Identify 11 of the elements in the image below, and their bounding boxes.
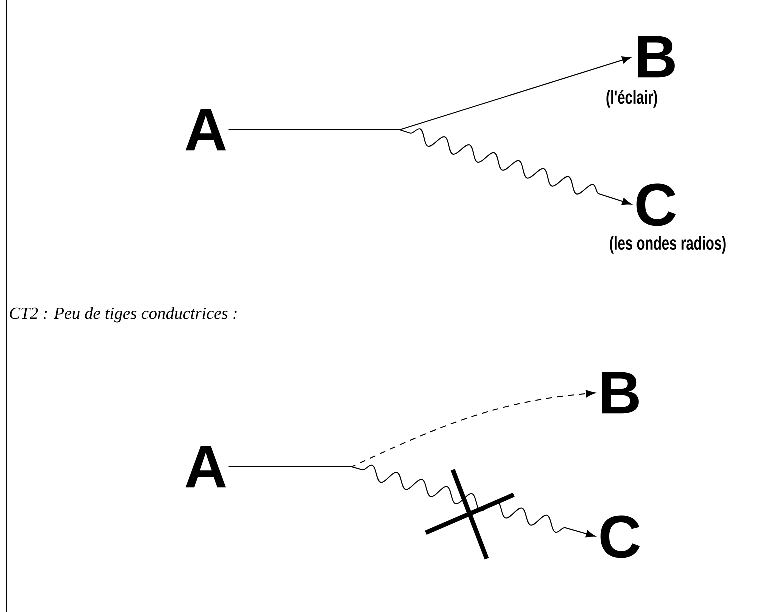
- section-heading: CT2 : Peu de tiges conductrices :: [10, 307, 237, 323]
- node-label: (l'éclair): [606, 90, 658, 108]
- outlined-letter: A: [186, 446, 226, 488]
- outlined-letter: A: [186, 109, 226, 151]
- arrow: [228, 128, 632, 206]
- outlined-letter: C: [636, 184, 676, 226]
- outlined-letter: B: [602, 372, 639, 414]
- outlined-letter: C: [600, 516, 640, 558]
- arrow: [228, 464, 596, 538]
- node-label: (les ondes radios): [610, 236, 726, 254]
- outlined-letter: B: [638, 36, 675, 78]
